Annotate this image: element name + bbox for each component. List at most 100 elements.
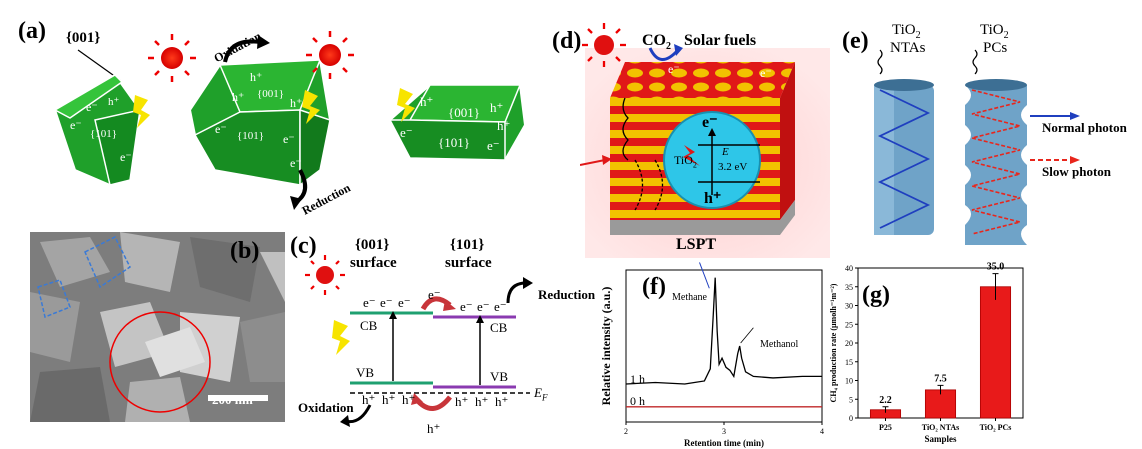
hole-label: h⁺ [455,394,469,409]
legend-normal-label: Normal photon [1042,120,1127,135]
hole-label: h⁺ [362,392,376,407]
left-surface-word: surface [350,255,397,271]
co2-reduction-arrow [648,47,680,61]
panel-g-label: (g) [862,282,890,308]
vb-right-label: VB [490,369,509,384]
crystal-3-icon [388,84,527,162]
panel-b: (b) 200 nm [30,232,285,422]
x-tick-label: 2 [624,427,628,436]
lspt-structure-diagram [580,23,830,258]
y-tick-label: 5 [849,395,853,404]
methane-annotation: Methane [672,292,707,303]
hole-label: h⁺ [250,70,263,84]
electron-sphere-label: e⁻ [702,114,718,131]
electron-label: e⁻ [215,122,227,136]
panel-a-label: (a) [18,18,46,44]
electron-label: e⁻ [380,295,393,310]
electron-label: e⁻ [120,150,132,164]
y-tick-label: 20 [845,339,853,348]
tio2-subscript: 2 [692,160,697,170]
photonic-tubes-diagram [874,49,1080,245]
left-surface-facet: {001} [355,237,390,253]
y-tick-label: 25 [845,320,853,329]
electron-label: e⁻ [477,299,490,314]
category-label: TiO₂ PCs [980,423,1012,432]
electron-label: e⁻ [400,125,413,140]
pcs-title-tio: TiO [980,22,1004,38]
y-tick-label: 40 [845,264,853,273]
crystal-3-face-001: {001} [448,105,480,120]
methanol-pointer [740,327,754,344]
panel-e: (e) TiO2 NTAs TiO2 PCs Normal photon Slo… [840,10,1142,250]
hole-label: h⁺ [475,394,489,409]
value-label: 2.2 [879,395,892,406]
electron-label: e⁻ [494,299,507,314]
co2-text: CO [642,32,666,49]
category-label: P25 [879,423,892,432]
co2-label: CO2 [642,32,671,52]
photonic-crystal-tube-icon [965,85,1027,245]
x-tick-label: 4 [820,427,824,436]
value-label: 35.0 [987,262,1005,273]
y-tick-label: 10 [845,377,853,386]
electron-label: e⁻ [290,156,302,170]
oxidation-label: Oxidation [298,400,354,415]
hole-label: h⁺ [382,392,396,407]
crystal-2-face-001: {001} [257,88,285,100]
methane-pointer [699,262,710,289]
fermi-subscript: F [541,392,548,403]
tio2-sphere-label: TiO2 [674,153,697,169]
x-axis-label: Samples [924,434,957,444]
hole-label: h⁺ [420,94,434,109]
electron-label: e⁻ [460,299,473,314]
hole-label: h⁺ [490,100,504,115]
cb-left-label: CB [360,318,378,333]
reduction-label: Reduction [538,287,596,302]
vb-left-label: VB [356,365,375,380]
panel-a-crystals [53,31,527,210]
normal-photon-path [877,89,931,229]
panel-d: (d) CO2 Solar fuels e⁻ e⁻ e⁻ TiO2 E 3.2 … [552,10,835,260]
electron-label: e⁻ [428,287,441,302]
scale-bar-label: 200 nm [212,392,253,407]
electron-label: e⁻ [363,295,376,310]
sun-icon [582,23,626,67]
legend-slow-label: Slow photon [1042,164,1111,179]
ntas-title: TiO2 [892,22,921,41]
sem-micrograph-image [30,232,285,422]
fermi-symbol: E [534,385,542,400]
electron-label: e⁻ [70,118,82,132]
ntas-title-tio: TiO [892,22,916,38]
sun-icon [305,255,345,295]
hole-label: h⁺ [290,96,303,110]
hole-label: h⁺ [427,421,441,436]
photon-flash-icon [332,320,350,355]
bar [979,286,1012,419]
panel-b-label: (b) [230,238,260,264]
pcs-title-sub: 2 [1003,30,1009,41]
panel-d-label: (d) [552,28,582,54]
electron-label: e⁻ [86,100,98,114]
co2-subscript: 2 [666,41,671,53]
electron-label: e⁻ [487,138,500,153]
slow-photon-zigzag [971,89,1021,235]
electron-label: e⁻ [668,62,680,76]
right-surface-word: surface [445,255,492,271]
crystal-1-face-101: {101} [90,128,118,140]
band-diagram [305,255,533,427]
category-label: TiO₂ NTAs [922,423,959,432]
ntas-title-sub: 2 [915,30,921,41]
panel-c-label: (c) [290,233,317,259]
hole-label: h⁺ [108,96,120,108]
slow-photon-path [971,89,1021,235]
hole-label: h⁺ [497,118,511,133]
methanol-annotation: Methanol [760,339,799,350]
value-label: 7.5 [934,373,947,384]
sun-icon [306,31,354,79]
hole-label: h⁺ [495,394,509,409]
crystal-1-icon [53,73,150,187]
y-tick-label: 15 [845,358,853,367]
ntas-title-name: NTAs [890,40,926,56]
